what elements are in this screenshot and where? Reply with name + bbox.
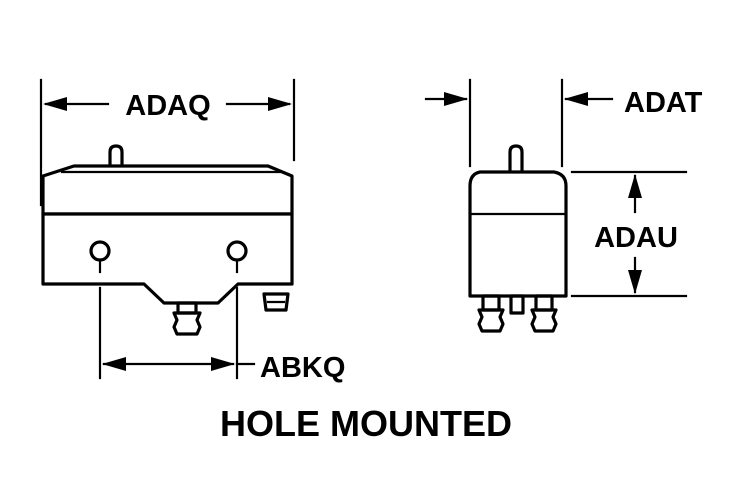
dimension-adat: ADAT bbox=[424, 87, 703, 119]
side-terminal-right bbox=[530, 294, 558, 333]
terminal-center bbox=[172, 301, 202, 336]
drawing-caption: HOLE MOUNTED bbox=[220, 403, 512, 444]
dimension-label-adau: ADAU bbox=[594, 222, 678, 254]
plunger bbox=[108, 144, 124, 166]
switch-top-cover bbox=[41, 164, 294, 216]
dimension-abkq: ABKQ bbox=[102, 352, 345, 384]
switch-housing bbox=[41, 212, 294, 305]
mounting-hole-right bbox=[226, 240, 248, 262]
dimension-label-abkq: ABKQ bbox=[260, 352, 345, 384]
side-housing bbox=[468, 170, 568, 298]
front-view: ADAQ ABKQ bbox=[39, 78, 345, 384]
dimension-label-adat: ADAT bbox=[624, 87, 703, 119]
side-plunger bbox=[508, 144, 524, 172]
dimension-adau: ADAU bbox=[594, 174, 678, 294]
side-terminal-left bbox=[477, 294, 505, 333]
mounting-hole-left bbox=[89, 240, 111, 262]
side-center-tab bbox=[509, 294, 525, 315]
side-view: ADAT ADAU bbox=[424, 78, 703, 333]
dimension-adaq: ADAQ bbox=[43, 90, 292, 122]
terminal-side bbox=[262, 292, 290, 312]
dimension-label-adaq: ADAQ bbox=[125, 90, 210, 122]
